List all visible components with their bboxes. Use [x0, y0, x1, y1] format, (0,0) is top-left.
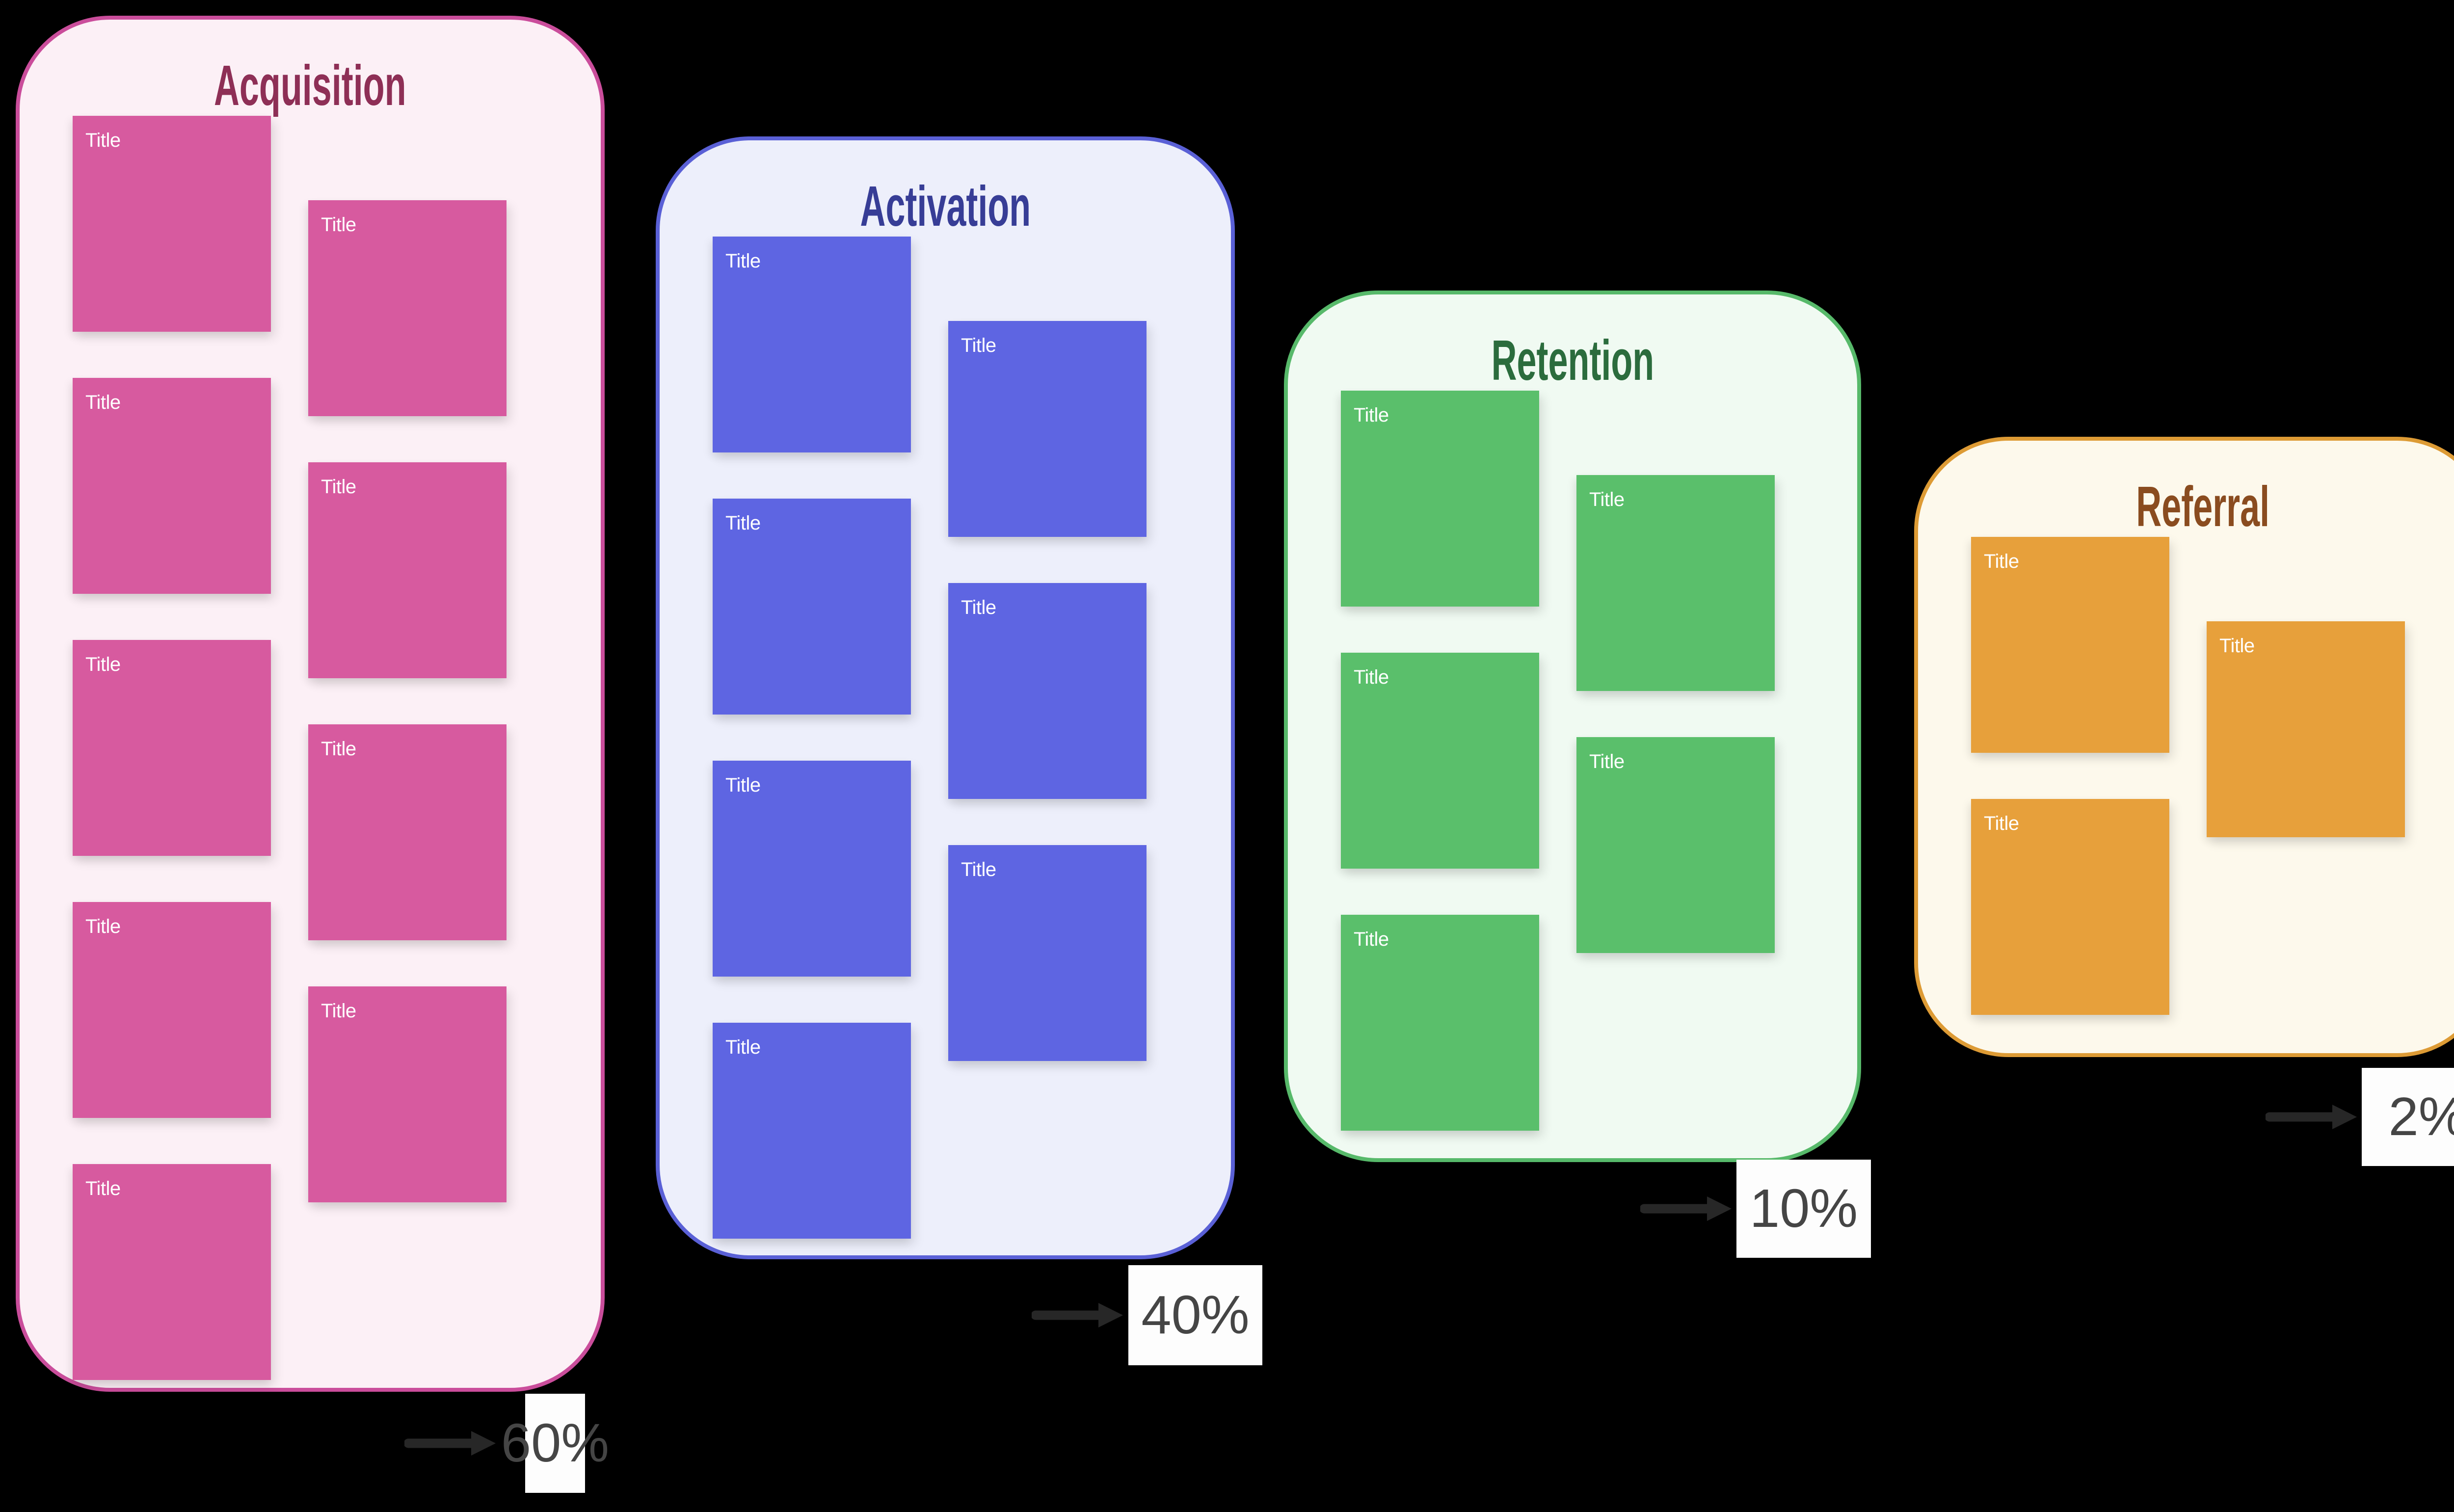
card-title: Title	[321, 1000, 356, 1022]
stage-retention: Retention Title Title Title Title Title	[1284, 291, 1861, 1162]
card-title: Title	[1354, 404, 1389, 426]
card-title: Title	[85, 1178, 121, 1199]
sticky-card: Title	[73, 1164, 271, 1380]
arrow-right-icon	[1032, 1303, 1123, 1327]
sticky-card: Title	[73, 116, 271, 332]
stage-activation: Activation Title Title Title Title Title…	[656, 136, 1235, 1259]
sticky-card: Title	[713, 1023, 911, 1239]
sticky-card: Title	[1341, 653, 1539, 869]
card-title: Title	[85, 654, 121, 675]
stage-title: Retention	[1491, 328, 1654, 392]
stage-referral: Referral Title Title Title	[1914, 437, 2454, 1057]
percent-value: 40%	[1141, 1285, 1250, 1345]
sticky-card: Title	[308, 986, 507, 1202]
card-title: Title	[1589, 751, 1625, 772]
card-title: Title	[961, 859, 996, 880]
percent-box: 10%	[1736, 1160, 1871, 1258]
sticky-card: Title	[1341, 915, 1539, 1131]
card-title: Title	[85, 916, 121, 937]
stage-acquisition: Acquisition Title Title Title Title Titl…	[16, 16, 605, 1392]
arrow-right-icon	[1640, 1196, 1732, 1221]
stage-title: Acquisition	[214, 53, 406, 117]
percent-value: 2%	[2388, 1087, 2454, 1147]
sticky-card: Title	[1971, 537, 2169, 753]
card-title: Title	[2219, 635, 2255, 657]
sticky-card: Title	[73, 378, 271, 594]
percent-value: 10%	[1749, 1178, 1858, 1239]
card-title: Title	[1589, 489, 1625, 510]
arrow-right-icon	[2266, 1105, 2357, 1129]
sticky-card: Title	[308, 724, 507, 940]
card-title: Title	[85, 392, 121, 413]
arrow-right-icon	[404, 1431, 496, 1456]
card-title: Title	[1354, 666, 1389, 688]
sticky-card: Title	[308, 462, 507, 678]
card-title: Title	[725, 1036, 761, 1058]
card-title: Title	[725, 250, 761, 272]
card-title: Title	[725, 512, 761, 534]
sticky-card: Title	[308, 200, 507, 416]
stage-title: Referral	[2136, 475, 2269, 538]
sticky-card: Title	[713, 761, 911, 977]
card-title: Title	[961, 335, 996, 356]
card-title: Title	[321, 738, 356, 760]
sticky-card: Title	[1576, 737, 1775, 953]
card-title: Title	[85, 130, 121, 151]
sticky-card: Title	[948, 845, 1147, 1061]
sticky-card: Title	[73, 902, 271, 1118]
sticky-card: Title	[73, 640, 271, 856]
sticky-card: Title	[713, 237, 911, 452]
percent-box: 40%	[1128, 1265, 1262, 1365]
percent-value: 60%	[501, 1413, 610, 1473]
sticky-card: Title	[948, 321, 1147, 537]
sticky-card: Title	[713, 499, 911, 715]
card-title: Title	[1984, 813, 2019, 834]
card-title: Title	[1354, 928, 1389, 950]
card-title: Title	[725, 774, 761, 796]
card-title: Title	[321, 476, 356, 498]
sticky-card: Title	[948, 583, 1147, 799]
sticky-card: Title	[2207, 621, 2405, 837]
sticky-card: Title	[1971, 799, 2169, 1015]
stage-title: Activation	[860, 174, 1031, 238]
percent-box: 60%	[501, 1394, 609, 1493]
card-title: Title	[961, 597, 996, 618]
sticky-card: Title	[1341, 391, 1539, 607]
card-title: Title	[321, 214, 356, 236]
card-title: Title	[1984, 551, 2019, 572]
sticky-card: Title	[1576, 475, 1775, 691]
percent-box: 2%	[2362, 1068, 2454, 1166]
